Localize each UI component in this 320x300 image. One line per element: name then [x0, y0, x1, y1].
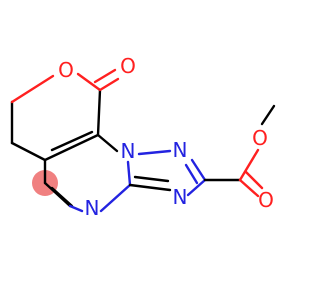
triazole-nitrogen-top-label: N — [173, 138, 188, 162]
ester-double-oxygen-label: O — [258, 188, 274, 212]
bond-c-nbridge — [96, 133, 119, 153]
pyrimidine-nitrogen-label: N — [85, 196, 100, 220]
triazole-nitrogen-bottom-label: N — [173, 185, 188, 209]
bond-carbonyl-2 — [93, 68, 117, 84]
bond-n-c2 — [190, 158, 207, 182]
ester-single-oxygen-label: O — [252, 126, 268, 150]
bond-carbonyl-1 — [98, 77, 120, 92]
molecule-canvas: O O N N N N O O — [10, 54, 276, 220]
bond-nbridge-n — [137, 149, 172, 156]
bond-c2-n — [186, 178, 207, 197]
bond-ester-o-single — [238, 148, 260, 182]
bridgehead-nitrogen-label: N — [121, 139, 136, 163]
bond-ch2-c4a — [10, 141, 47, 162]
bond-o-methyl — [260, 104, 276, 126]
bond-c-n3-inner — [133, 175, 170, 183]
bond-ch2-o — [10, 74, 55, 104]
bond-ester-o-double-1 — [238, 178, 260, 198]
bond-c-n3 — [128, 183, 172, 192]
bond-ester-o-double-2 — [244, 170, 264, 190]
molecule-structure: O O N N N N O O — [10, 54, 276, 220]
bond-n-c2-inner — [184, 163, 199, 185]
carbonyl-oxygen-label: O — [120, 54, 136, 78]
bond-co-c — [96, 88, 102, 137]
bond-n-c — [99, 183, 132, 213]
bond-c4a-c — [43, 133, 100, 162]
bond-nbridge-c — [126, 160, 132, 187]
ring-oxygen-label: O — [58, 58, 74, 82]
bond-ch-n-inner — [50, 186, 74, 208]
bond-c4a-c-inner — [50, 130, 94, 152]
bond-n-end — [68, 204, 84, 213]
bond-o-co — [76, 72, 102, 92]
